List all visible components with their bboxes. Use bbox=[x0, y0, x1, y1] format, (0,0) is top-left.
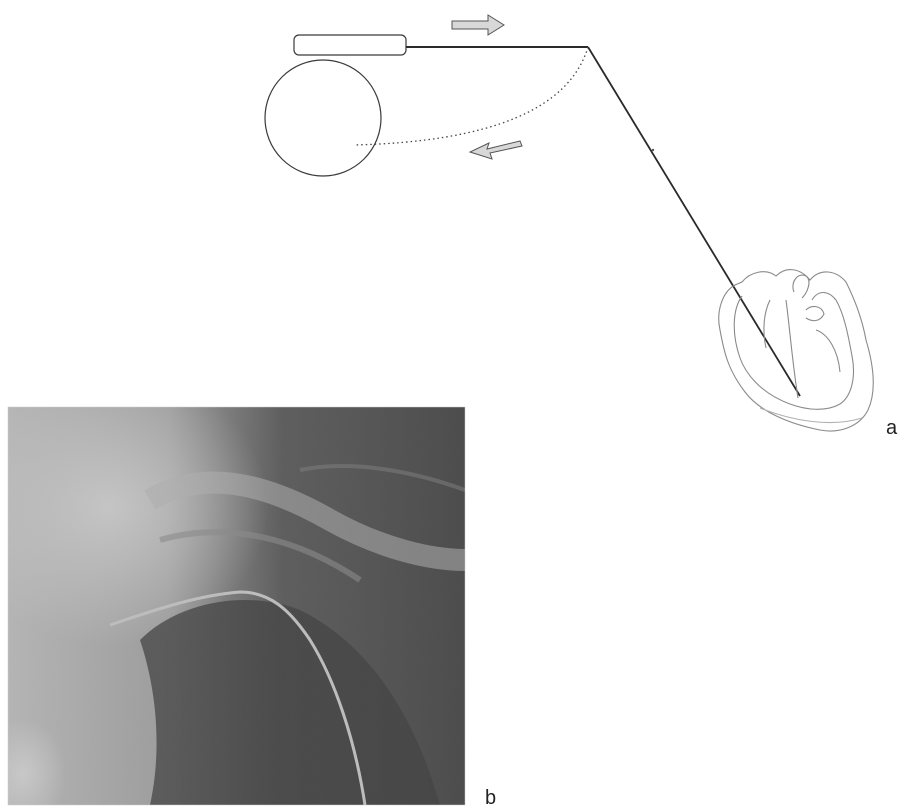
panel-b-radiograph bbox=[8, 407, 465, 805]
panel-a-diagram bbox=[265, 15, 873, 431]
left-arrow-icon bbox=[470, 141, 522, 159]
generator-header bbox=[294, 35, 406, 55]
lead-dotted-path bbox=[354, 47, 588, 145]
right-arrow-icon bbox=[452, 15, 504, 35]
panel-label-a: a bbox=[886, 418, 897, 438]
heart-icon bbox=[719, 270, 874, 431]
generator-can bbox=[265, 60, 381, 176]
panel-label-b: b bbox=[485, 788, 496, 808]
lead-diagonal bbox=[588, 47, 800, 396]
